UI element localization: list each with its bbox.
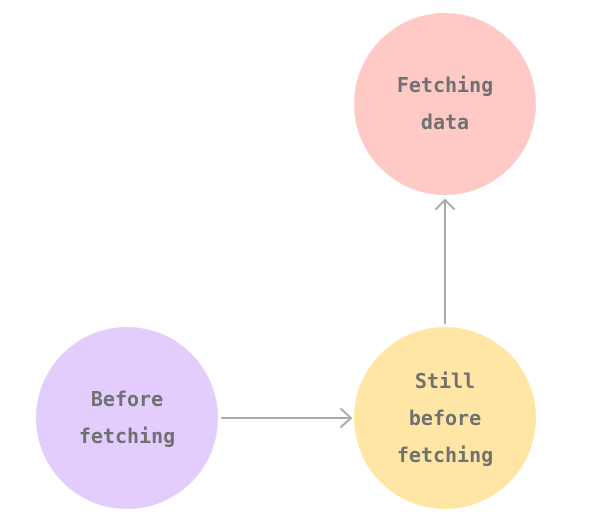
- arrowhead-up-icon: [435, 199, 455, 210]
- edge-still-to-fetching: [435, 199, 455, 324]
- arrowhead-right-icon: [340, 408, 352, 428]
- node-before-fetching: Before fetching: [36, 327, 218, 509]
- node-still-before-fetching-label: Still before fetching: [396, 368, 494, 467]
- node-before-fetching-label: Before fetching: [78, 387, 176, 448]
- node-still-before-fetching: Still before fetching: [354, 327, 536, 509]
- node-fetching-data-label: Fetching data: [396, 73, 494, 134]
- edge-before-to-still: [221, 408, 352, 428]
- node-fetching-data: Fetching data: [354, 13, 536, 195]
